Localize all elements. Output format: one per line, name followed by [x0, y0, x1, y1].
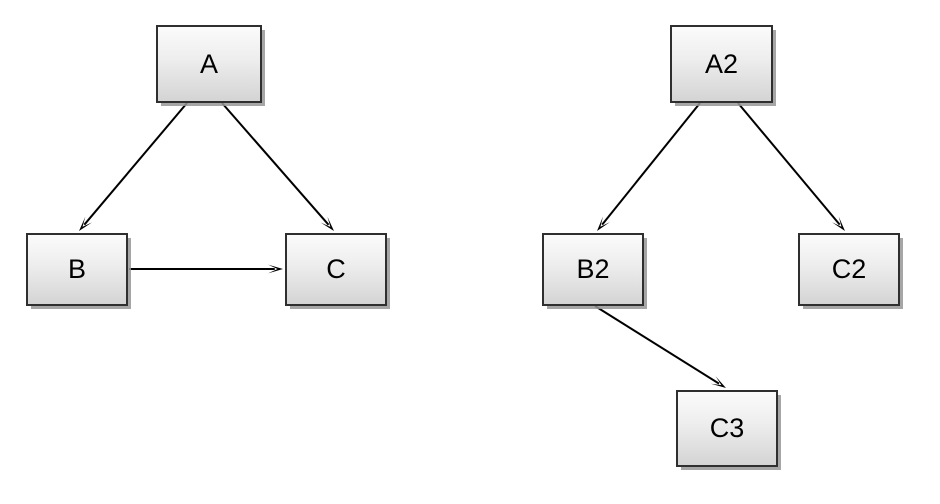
node-c3[interactable]: C3 [676, 390, 778, 467]
node-a[interactable]: A [156, 25, 262, 103]
edge-line [83, 102, 188, 226]
arrowhead-vee [320, 216, 334, 231]
edge-line [601, 102, 701, 226]
node-c2[interactable]: C2 [798, 233, 900, 306]
edge-b2-c3 [594, 305, 726, 388]
edge-line [594, 305, 720, 385]
edge-line [221, 102, 330, 226]
arrowhead-vee [268, 264, 283, 274]
node-label: C [326, 254, 346, 284]
edge-a2-b2 [597, 102, 701, 231]
arrowhead-vee [597, 216, 610, 231]
node-c[interactable]: C [285, 233, 387, 306]
node-a2[interactable]: A2 [670, 25, 773, 103]
node-label: C2 [831, 254, 867, 284]
node-label: B [67, 254, 86, 284]
edge-b-c [129, 264, 283, 274]
edge-a2-c2 [737, 102, 845, 231]
arrowhead-vee [710, 376, 726, 388]
node-b[interactable]: B [26, 233, 128, 306]
edge-a-c [221, 102, 334, 231]
edge-line [737, 102, 841, 226]
node-label: B2 [576, 254, 610, 284]
node-label: A [199, 48, 218, 79]
arrowhead-vee [832, 216, 845, 231]
node-label: C3 [709, 413, 745, 443]
edge-a-b [79, 102, 188, 231]
arrowhead-vee [79, 216, 93, 231]
node-b2[interactable]: B2 [542, 233, 644, 306]
node-label: A2 [704, 48, 739, 79]
